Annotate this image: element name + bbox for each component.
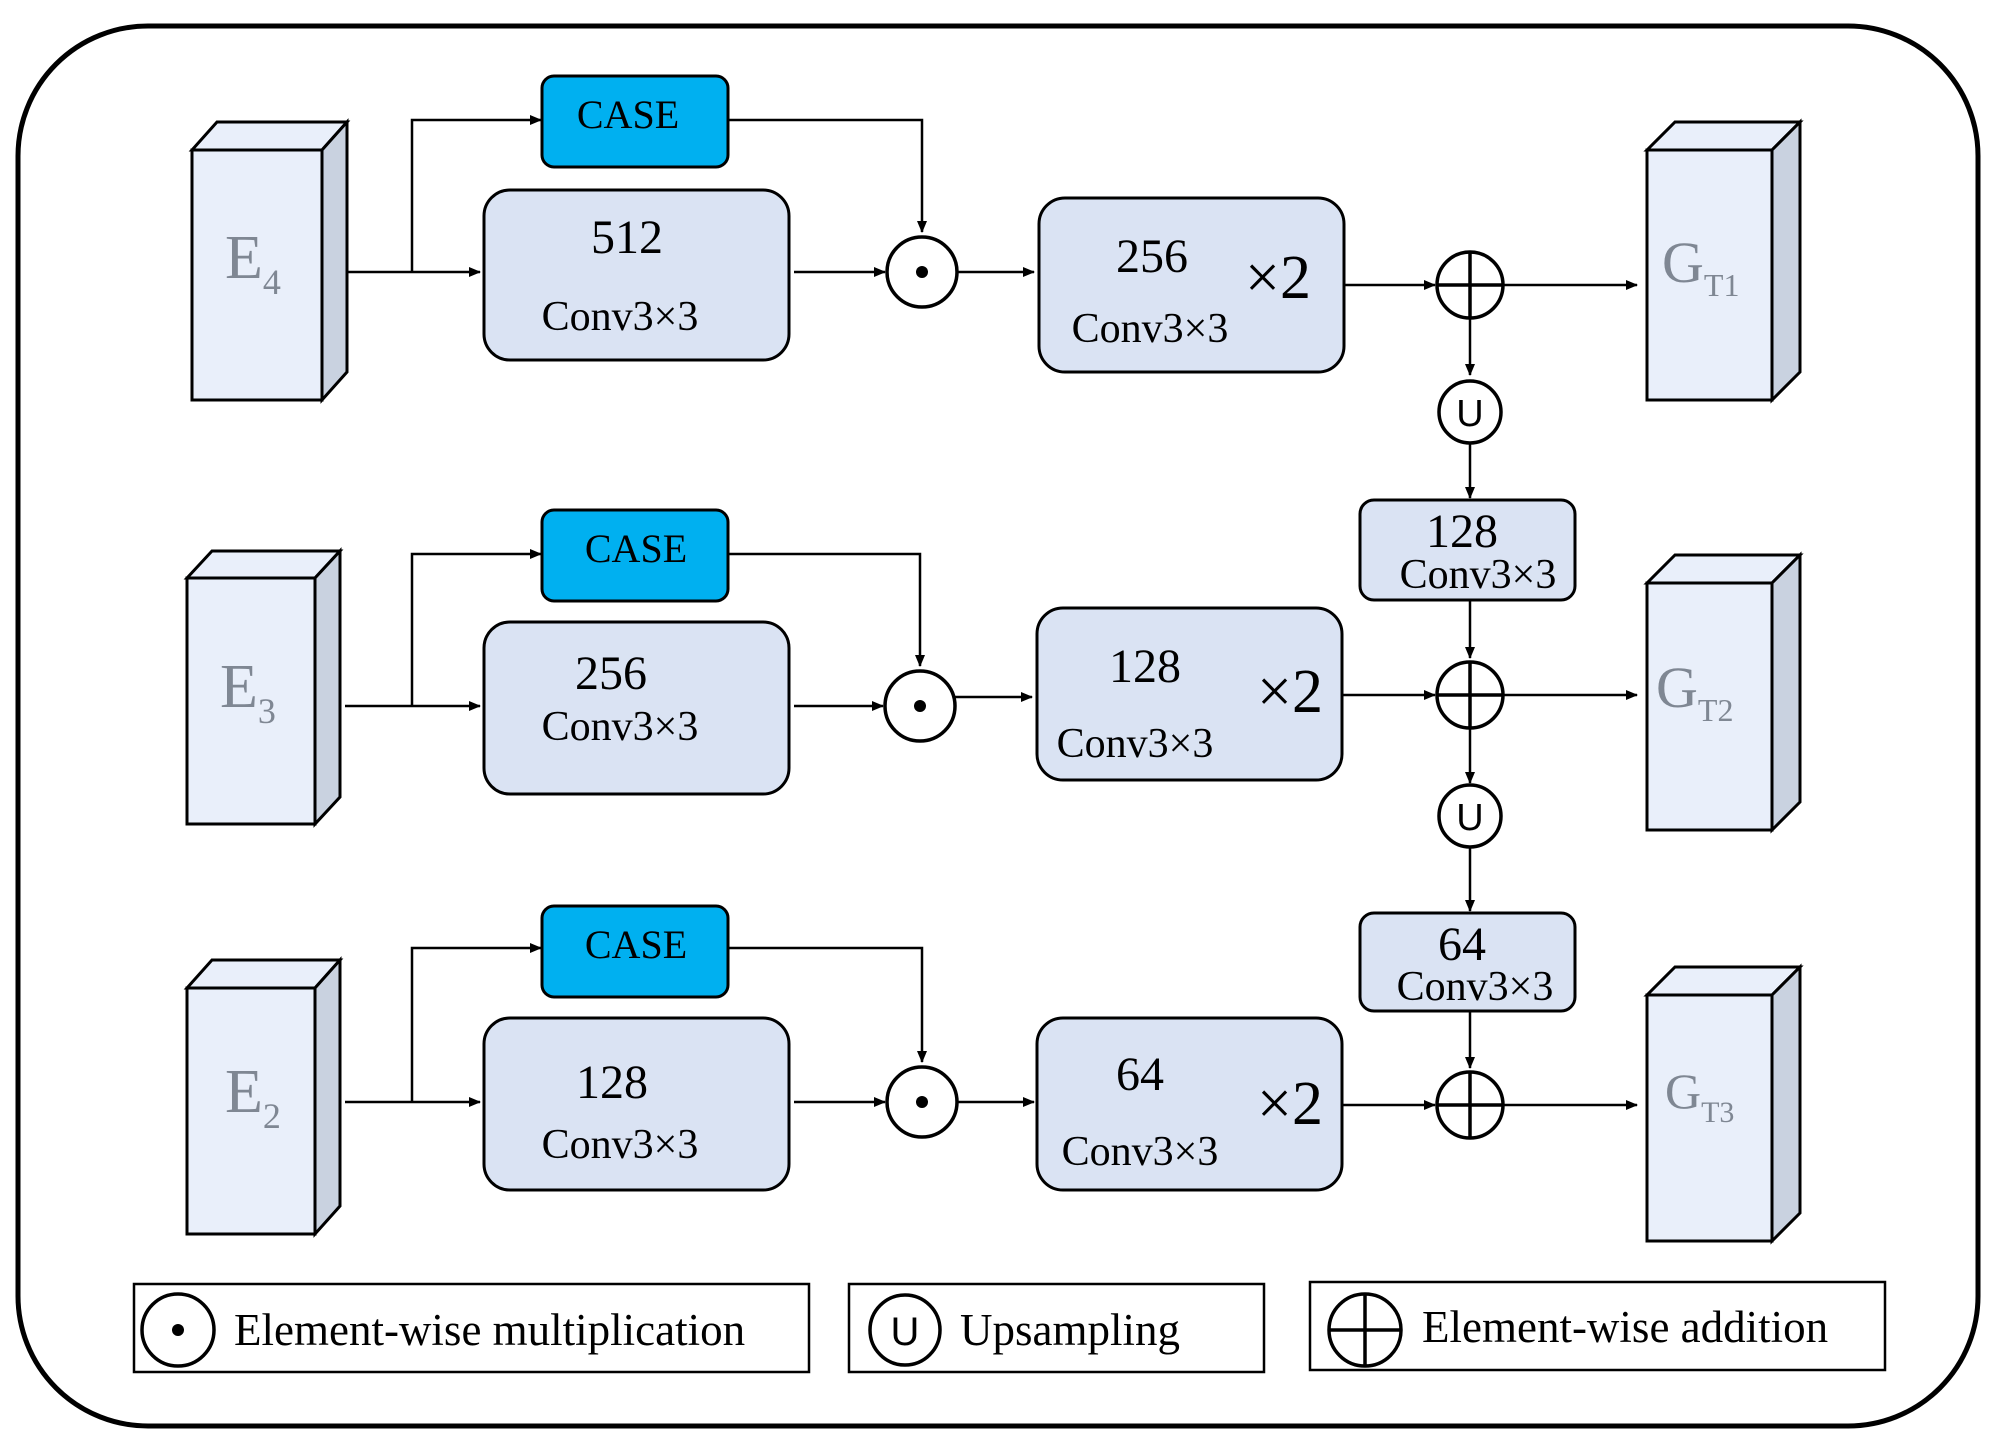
upsampling-symbol-icon xyxy=(868,1293,942,1367)
output-letter: G xyxy=(1656,655,1698,720)
conv-op: Conv3×3 xyxy=(1062,1129,1219,1175)
row-1: E4 CASE 512 Conv3×3 256 Conv3×3 ×2 xyxy=(188,74,1804,499)
legend-upsampling-label: Upsampling xyxy=(960,1305,1180,1355)
output-subscript: T2 xyxy=(1698,692,1734,728)
case-label: CASE xyxy=(577,92,679,137)
conv-op: Conv3×3 xyxy=(542,704,699,750)
side-conv-op: Conv3×3 xyxy=(1397,964,1554,1010)
conv-op: Conv3×3 xyxy=(542,294,699,340)
connector xyxy=(410,549,542,706)
output-block-gt3: GT3 xyxy=(1643,963,1804,1245)
conv-channels: 256 xyxy=(1116,230,1188,283)
conv-repeat: ×2 xyxy=(1245,244,1311,312)
encoder-letter: E xyxy=(225,1058,263,1126)
row-3: E2 CASE 128 Conv3×3 64 Conv3×3 ×2 xyxy=(183,904,1804,1245)
multiplication-node xyxy=(885,1065,959,1139)
connector xyxy=(728,552,925,667)
encoder-letter: E xyxy=(225,224,263,292)
addition-node xyxy=(1435,1070,1505,1140)
svg-text:GT3: GT3 xyxy=(1665,1063,1734,1129)
output-block-gt2: GT2 xyxy=(1643,551,1804,834)
conv-block-1 xyxy=(482,620,791,796)
conv-channels: 256 xyxy=(575,647,647,700)
upsample-symbol: U xyxy=(1456,797,1483,839)
output-letter: G xyxy=(1662,230,1704,295)
addition-node xyxy=(1435,250,1505,320)
connector xyxy=(410,943,542,1102)
legend-addition-label: Element-wise addition xyxy=(1422,1302,1828,1352)
conv-channels: 128 xyxy=(576,1056,648,1109)
svg-text:GT1: GT1 xyxy=(1662,230,1739,303)
conv-block-1 xyxy=(482,188,791,362)
encoder-block-e3: E3 xyxy=(183,547,344,828)
output-letter: G xyxy=(1665,1063,1701,1119)
side-conv-block xyxy=(1358,911,1577,1013)
upsample-symbol: U xyxy=(891,1310,920,1354)
upsampling-node: U xyxy=(1437,783,1503,849)
conv-block-1 xyxy=(482,1016,791,1192)
svg-text:E4: E4 xyxy=(225,224,281,302)
conv-op: Conv3×3 xyxy=(542,1122,699,1168)
svg-text:E2: E2 xyxy=(225,1058,281,1136)
encoder-letter: E xyxy=(220,653,258,721)
side-conv-op: Conv3×3 xyxy=(1400,552,1557,598)
side-conv-block xyxy=(1358,498,1577,602)
connector xyxy=(410,115,542,272)
encoder-block-e2: E2 xyxy=(183,956,344,1238)
case-module xyxy=(540,508,730,603)
output-subscript: T3 xyxy=(1701,1096,1734,1129)
legend-multiplication: Element-wise multiplication xyxy=(132,1282,811,1374)
legend-multiplication-label: Element-wise multiplication xyxy=(234,1305,745,1355)
case-module xyxy=(540,74,730,169)
encoder-block-e4: E4 xyxy=(188,118,351,404)
output-subscript: T1 xyxy=(1704,267,1740,303)
svg-text:GT2: GT2 xyxy=(1656,655,1733,728)
multiplication-node xyxy=(885,235,959,309)
conv-repeat: ×2 xyxy=(1257,658,1323,726)
output-block-gt1: GT1 xyxy=(1643,118,1804,404)
upsample-symbol: U xyxy=(1456,393,1483,435)
encoder-subscript: 3 xyxy=(258,691,276,731)
addition-node xyxy=(1435,660,1505,730)
side-conv-channels: 64 xyxy=(1438,918,1486,971)
conv-op: Conv3×3 xyxy=(1057,721,1214,767)
upsampling-node: U xyxy=(1437,379,1503,445)
side-conv-channels: 128 xyxy=(1426,505,1498,558)
case-label: CASE xyxy=(585,526,687,571)
legend-upsampling: U Upsampling xyxy=(847,1282,1266,1374)
case-label: CASE xyxy=(585,922,687,967)
conv-channels: 64 xyxy=(1116,1048,1164,1101)
row-2: E3 CASE 256 Conv3×3 128 Conv3×3 ×2 xyxy=(183,508,1804,912)
encoder-subscript: 2 xyxy=(263,1096,281,1136)
legend-addition: Element-wise addition xyxy=(1308,1280,1887,1372)
conv-channels: 512 xyxy=(591,211,663,264)
legend: Element-wise multiplication U Upsampling… xyxy=(132,1280,1887,1374)
conv-op: Conv3×3 xyxy=(1072,306,1229,352)
svg-text:E3: E3 xyxy=(220,653,276,731)
multiplication-node xyxy=(883,669,957,743)
encoder-subscript: 4 xyxy=(263,262,281,302)
conv-repeat: ×2 xyxy=(1257,1070,1323,1138)
case-module xyxy=(540,904,730,999)
connector xyxy=(728,118,927,233)
conv-channels: 128 xyxy=(1109,640,1181,693)
connector xyxy=(728,946,927,1063)
